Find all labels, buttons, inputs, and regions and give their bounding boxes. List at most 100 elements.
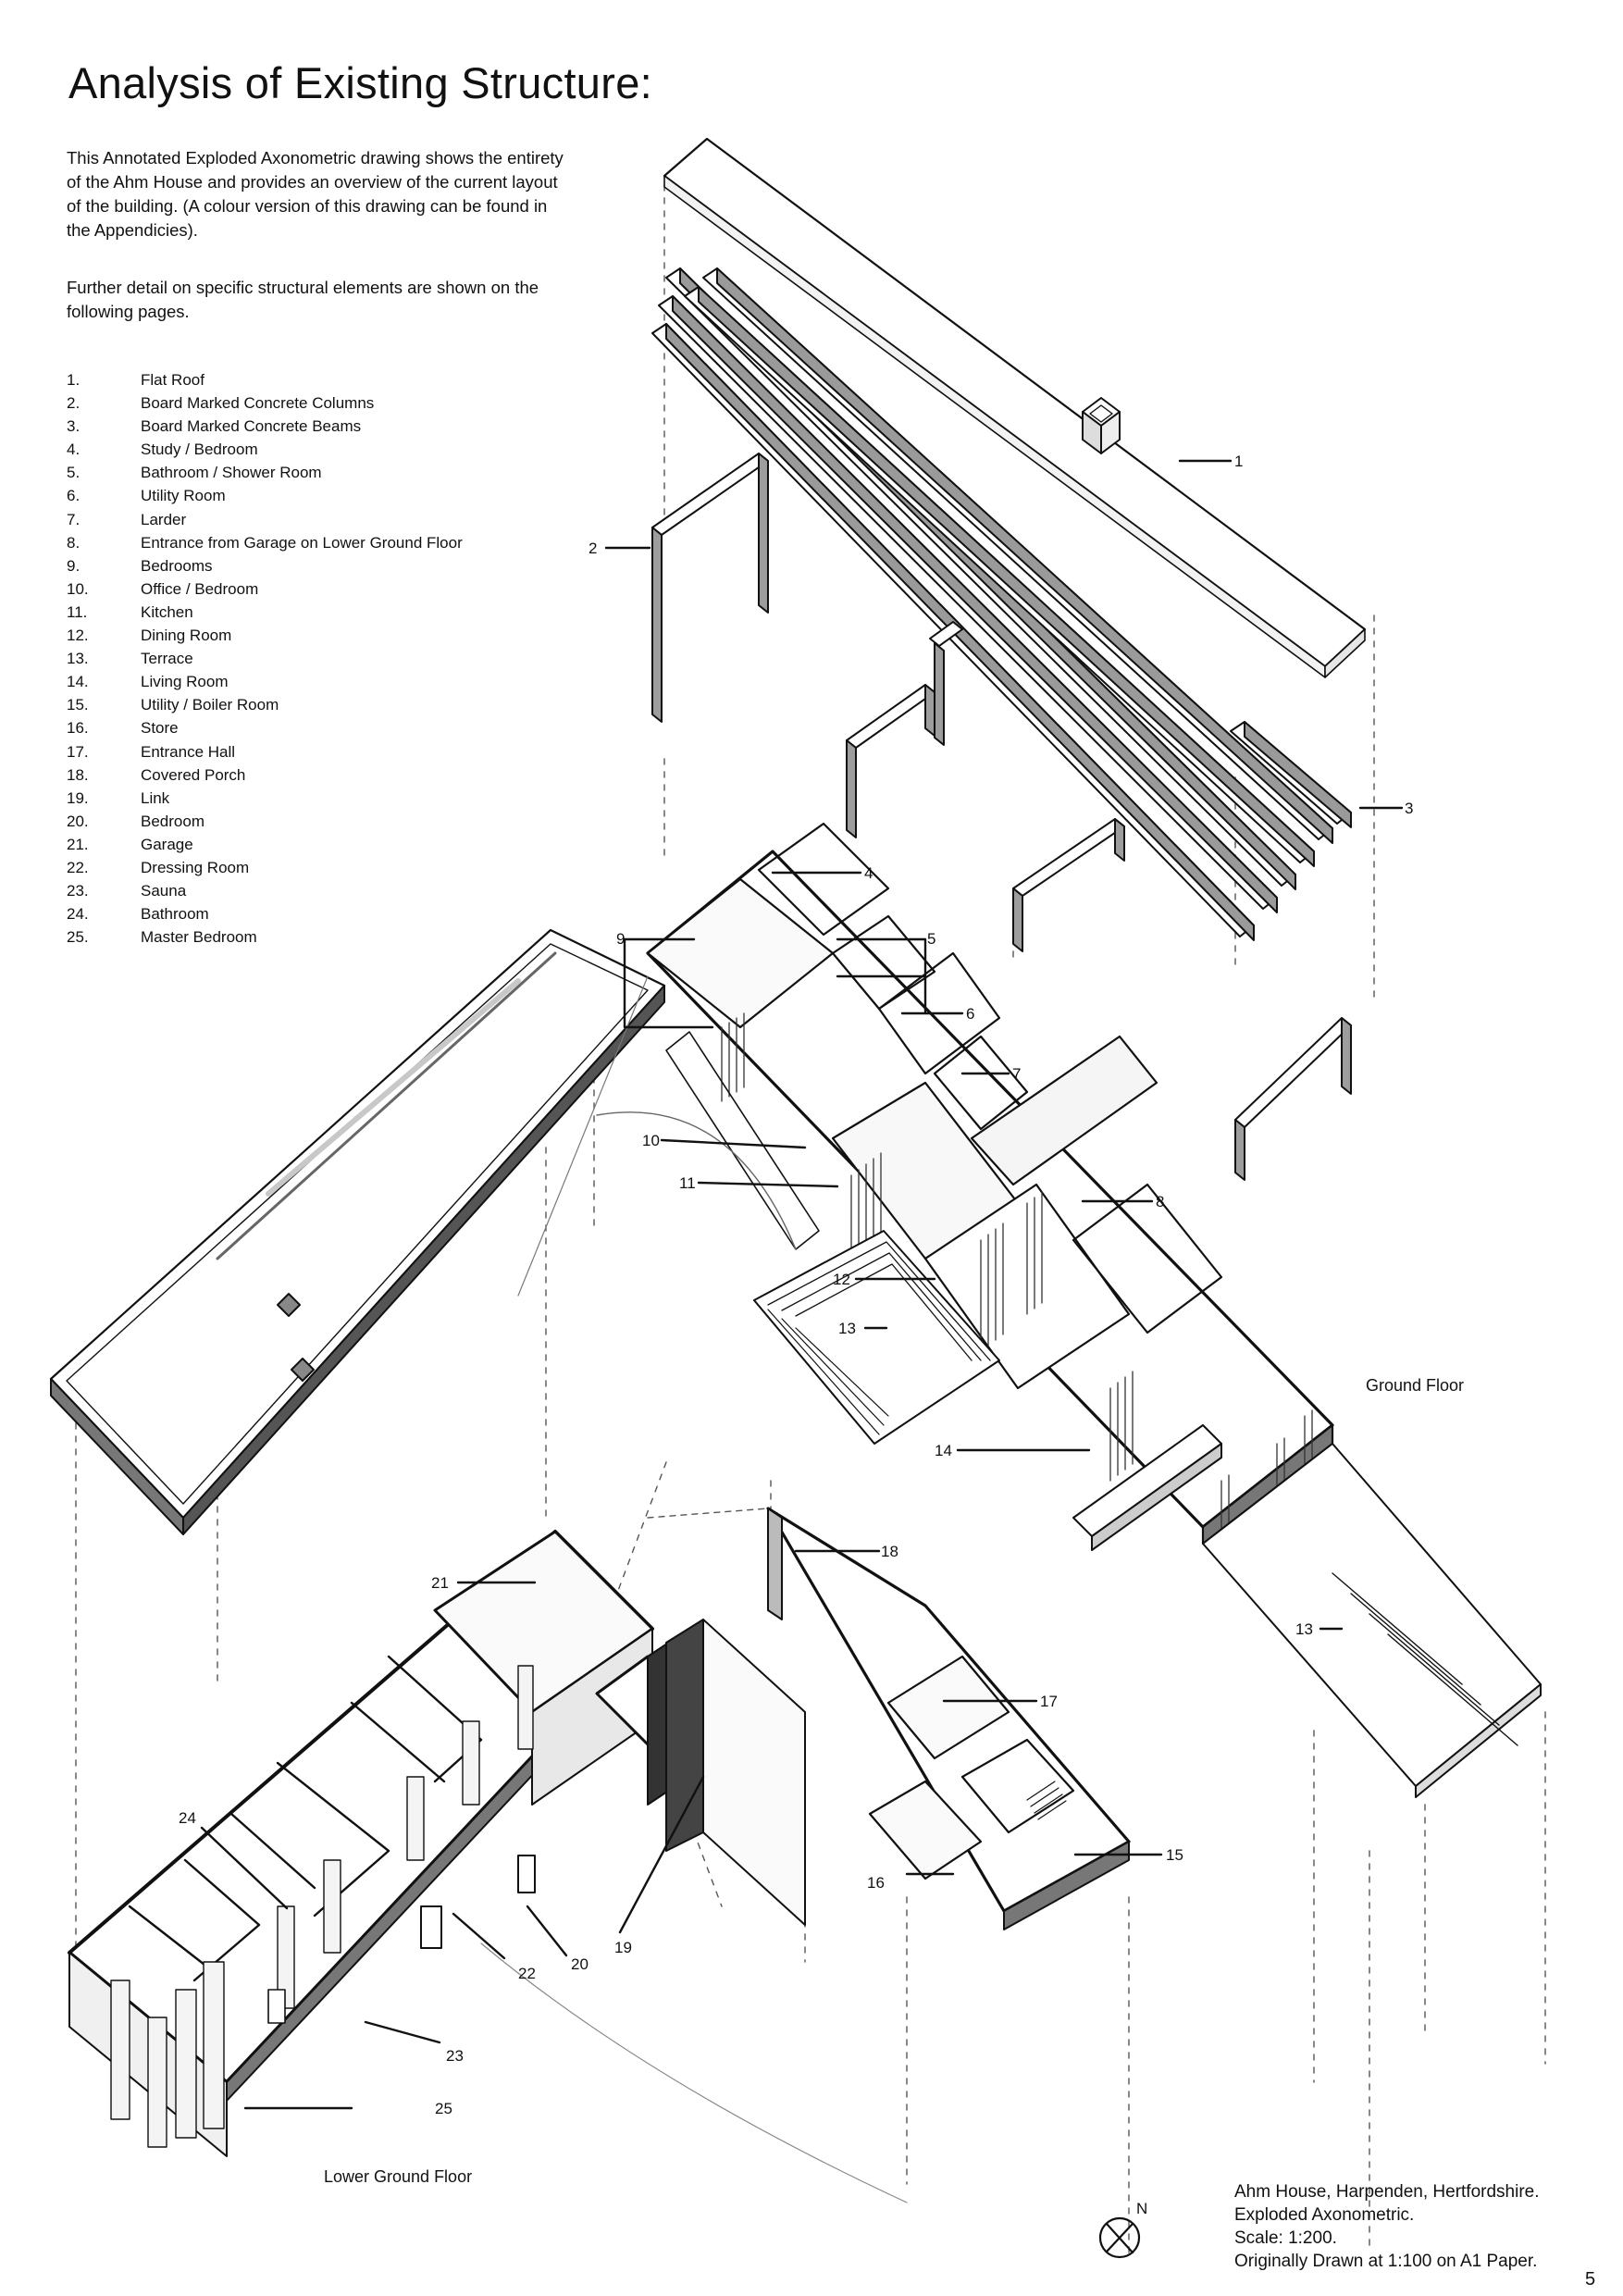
- legend-item-number: 12.: [67, 627, 89, 645]
- legend-item: 17. Entrance Hall: [67, 740, 463, 763]
- callout-19: 19: [614, 1939, 632, 1956]
- page-number: 5: [1585, 2269, 1596, 2290]
- legend-item: 7. Larder: [67, 508, 463, 531]
- legend-item-label: Store: [141, 719, 179, 738]
- legend-item-number: 25.: [67, 928, 89, 947]
- legend-item: 13. Terrace: [67, 647, 463, 670]
- north-arrow-icon: [1098, 2216, 1141, 2259]
- callout-6: 6: [966, 1005, 974, 1023]
- callout-18: 18: [881, 1543, 898, 1560]
- callout-21: 21: [431, 1574, 449, 1592]
- legend-item-label: Bathroom: [141, 905, 209, 924]
- legend-item-number: 24.: [67, 905, 89, 924]
- legend-item-label: Dining Room: [141, 627, 232, 645]
- callout-5: 5: [927, 930, 935, 948]
- legend-item-number: 15.: [67, 696, 89, 714]
- legend-item-label: Master Bedroom: [141, 928, 257, 947]
- legend-item: 16.Store: [67, 716, 463, 739]
- legend-item: 11.Kitchen: [67, 601, 463, 624]
- legend-item-number: 4.: [67, 441, 81, 459]
- legend-item-label: Terrace: [141, 650, 193, 668]
- legend-item: 15. Utility / Boiler Room: [67, 693, 463, 716]
- legend-item-label: Board Marked Concrete Beams: [141, 417, 362, 436]
- page-title: Analysis of Existing Structure:: [68, 58, 652, 107]
- lower-ground-floor-plan: [68, 1507, 1131, 2203]
- legend-item-number: 17.: [67, 742, 89, 761]
- flat-roof: [663, 137, 1367, 678]
- legend-item-label: Study / Bedroom: [141, 441, 258, 459]
- legend-item-number: 7.: [67, 510, 81, 528]
- legend-item-label: Office / Bedroom: [141, 579, 259, 598]
- ground-floor-label: Ground Floor: [1366, 1376, 1464, 1395]
- callout-17: 17: [1040, 1693, 1058, 1710]
- callout-3: 3: [1405, 800, 1413, 817]
- legend-item-number: 1.: [67, 371, 81, 389]
- legend-item-number: 22.: [67, 858, 89, 876]
- legend-item-label: Bedrooms: [141, 556, 213, 575]
- terrace-walkway: [1072, 1424, 1542, 1798]
- legend-item-number: 23.: [67, 882, 89, 900]
- callout-13-upper: 13: [838, 1320, 856, 1337]
- legend-item-number: 19.: [67, 788, 89, 807]
- legend-item-label: Bathroom / Shower Room: [141, 464, 322, 482]
- legend-item-number: 11.: [67, 602, 88, 621]
- callout-12: 12: [833, 1271, 850, 1288]
- legend-item-label: Living Room: [141, 673, 229, 691]
- lower-ground-floor-label: Lower Ground Floor: [324, 2167, 472, 2186]
- legend-item-number: 9.: [67, 556, 81, 575]
- legend-item: 6.Utility Room: [67, 484, 463, 507]
- legend-item-number: 2.: [67, 394, 81, 413]
- legend-item-label: Flat Roof: [141, 371, 204, 389]
- caption-line: Exploded Axonometric.: [1234, 2205, 1415, 2225]
- legend-item-label: Entrance from Garage on Lower Ground Flo…: [141, 533, 463, 552]
- legend-item-number: 20.: [67, 812, 89, 830]
- legend-item: 14. Living Room: [67, 670, 463, 693]
- legend-item: 23. Sauna: [67, 879, 463, 902]
- legend-item-label: Bedroom: [141, 812, 204, 830]
- legend-item: 5. Bathroom / Shower Room: [67, 461, 463, 484]
- legend-item-number: 14.: [67, 673, 89, 691]
- callout-25: 25: [435, 2100, 452, 2117]
- intro-paragraph: This Annotated Exploded Axonometric draw…: [67, 148, 564, 240]
- concrete-columns: [651, 453, 1352, 1181]
- legend-item-number: 5.: [67, 464, 81, 482]
- drawing-caption: Ahm House, Harpenden, Hertfordshire. Exp…: [1234, 2180, 1540, 2273]
- legend-item-label: Board Marked Concrete Columns: [141, 394, 375, 413]
- legend-list: 1. Flat Roof 2. Board Marked Concrete Colum…: [67, 368, 463, 949]
- legend-item-number: 18.: [67, 765, 89, 784]
- legend-item-number: 10.: [67, 579, 89, 598]
- callout-2: 2: [588, 540, 597, 557]
- callout-15: 15: [1166, 1846, 1183, 1864]
- callout-11: 11: [679, 1174, 696, 1192]
- ground-floor-plan: [517, 822, 1334, 1546]
- legend-item: 2. Board Marked Concrete Columns: [67, 391, 463, 415]
- caption-line: Scale: 1:200.: [1234, 2228, 1337, 2248]
- leader-lines: [200, 459, 1404, 2110]
- legend-item: 24. Bathroom: [67, 902, 463, 925]
- callout-10: 10: [642, 1132, 660, 1149]
- legend-item: 3.Board Marked Concrete Beams: [67, 415, 463, 438]
- legend-item-label: Utility / Boiler Room: [141, 696, 279, 714]
- legend-item-label: Dressing Room: [141, 858, 250, 876]
- callout-13-lower: 13: [1295, 1620, 1313, 1638]
- legend-item: 21.Garage: [67, 833, 463, 856]
- legend-item-label: Sauna: [141, 882, 187, 900]
- legend-item-label: Garage: [141, 835, 193, 853]
- legend-item-number: 6.: [67, 487, 81, 505]
- legend-item: 4. Study / Bedroom: [67, 438, 463, 461]
- callout-22: 22: [518, 1965, 536, 1982]
- callout-4: 4: [864, 864, 873, 882]
- callout-7: 7: [1012, 1065, 1021, 1083]
- legend-item-number: 8.: [67, 533, 81, 552]
- legend-item: 12. Dining Room: [67, 624, 463, 647]
- intro-paragraph-2: Further detail on specific structural el…: [67, 278, 539, 321]
- callout-20: 20: [571, 1955, 588, 1973]
- legend-item-label: Entrance Hall: [141, 742, 236, 761]
- legend-item-number: 13.: [67, 650, 89, 668]
- legend-item: 25. Master Bedroom: [67, 925, 463, 949]
- legend-item: 1. Flat Roof: [67, 368, 463, 391]
- legend-item: 20. Bedroom: [67, 810, 463, 833]
- legend-item-label: Covered Porch: [141, 765, 246, 784]
- legend-item-label: Larder: [141, 510, 187, 528]
- legend-item: 18. Covered Porch: [67, 763, 463, 787]
